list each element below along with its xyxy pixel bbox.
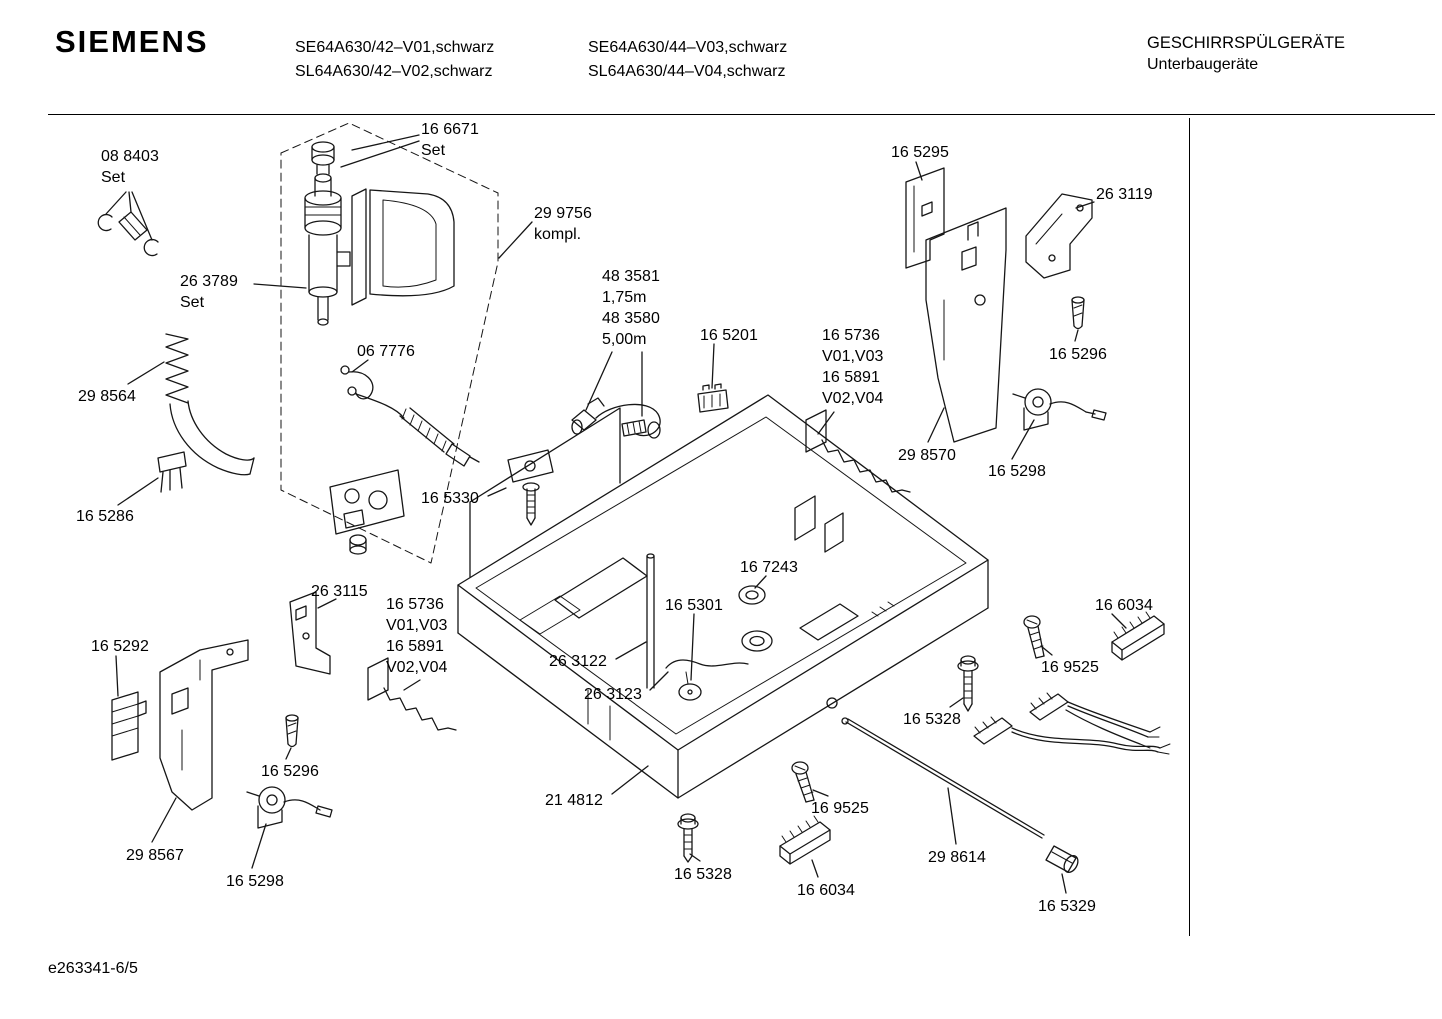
terminal-comb-16-6034-right: [1111, 611, 1165, 661]
hoses-48-3580-48-3581: [571, 397, 661, 439]
part-label: 08 8403 Set: [101, 148, 159, 186]
cable-grommet-16-5298-right: [1012, 388, 1107, 431]
leader-lines: [105, 134, 1127, 894]
screw-16-9525-right: [1023, 615, 1045, 659]
part-label: 16 5736 V01,V03 16 5891 V02,V04: [386, 596, 448, 676]
screw-16-5328-bottom: [677, 813, 699, 863]
part-label: 16 9525: [1041, 659, 1099, 676]
part-label: 16 5286: [76, 508, 134, 525]
plate-16-5292: [111, 691, 147, 761]
part-label: 16 5328: [903, 711, 961, 728]
valve-bracket: [351, 188, 455, 306]
part-label: 16 5298: [988, 463, 1046, 480]
bracket-29-8567: [159, 639, 249, 811]
part-label: 16 6671 Set: [421, 121, 479, 159]
cap-16-5329: [1045, 845, 1079, 874]
part-label: 16 7243: [740, 559, 798, 576]
device-category: GESCHIRRSPÜLGERÄTE Unterbaugeräte: [1147, 33, 1345, 75]
part-label: 26 3122: [549, 653, 607, 670]
aquastop-valve: [304, 141, 351, 326]
hose-clamps: [97, 211, 159, 257]
part-label: 26 3789 Set: [180, 273, 238, 311]
screw-plate-16-5330: [507, 449, 554, 526]
part-label: 16 5329: [1038, 898, 1096, 915]
part-label: 16 5328: [674, 866, 732, 883]
part-label: 21 4812: [545, 792, 603, 809]
part-label: 16 5736 V01,V03 16 5891 V02,V04: [822, 327, 884, 407]
wire-harness: [973, 692, 1171, 755]
bracket-26-3115: [289, 591, 331, 675]
screw-16-9525-bottom: [791, 761, 815, 803]
part-label: 06 7776: [357, 343, 415, 360]
terminal-comb-16-6034-bottom: [779, 815, 831, 865]
part-label: 26 3123: [584, 686, 642, 703]
category-title: GESCHIRRSPÜLGERÄTE: [1147, 34, 1346, 52]
rod-29-8614: [841, 717, 1045, 839]
part-label: 16 6034: [797, 882, 855, 899]
part-label: 16 9525: [811, 800, 869, 817]
spring-right: [805, 409, 911, 493]
screw-16-5328-right: [957, 655, 979, 712]
base-frame: [457, 394, 989, 799]
brand-logo: SIEMENS: [55, 24, 209, 59]
category-subtitle: Unterbaugeräte: [1147, 56, 1259, 73]
right-divider: [1189, 118, 1190, 936]
pin-16-5296-left: [285, 714, 299, 748]
corrugated-hose: [165, 333, 255, 476]
part-label: 16 5301: [665, 597, 723, 614]
part-label: 16 5330: [421, 490, 479, 507]
model-list-col2: SE64A630/44–V03,schwarz SL64A630/44–V04,…: [588, 39, 788, 80]
dashed-assembly-boundary: [280, 122, 499, 564]
part-label: 16 6034: [1095, 597, 1153, 614]
part-label: 29 8567: [126, 847, 184, 864]
part-label: 29 8564: [78, 388, 136, 405]
pin-16-5296-right: [1071, 296, 1085, 330]
part-label: 16 5201: [700, 327, 758, 344]
part-label: 16 5296: [261, 763, 319, 780]
fork-clip: [157, 451, 187, 493]
base-plate-assembly: [329, 469, 405, 555]
document-number: e263341-6/5: [48, 960, 138, 977]
part-label: 26 3115: [311, 583, 368, 600]
part-label: 16 5298: [226, 873, 284, 890]
spring-left: [367, 657, 457, 731]
cable-06-7776: [340, 365, 480, 467]
model-list-col1: SE64A630/42–V01,schwarz SL64A630/42–V02,…: [295, 39, 495, 80]
part-label: 29 9756 kompl.: [534, 205, 592, 243]
part-label: 26 3119: [1096, 186, 1153, 203]
bracket-29-8570: [925, 207, 1007, 443]
part-label: 16 5292: [91, 638, 149, 655]
part-label: 48 3581 1,75m 48 3580 5,00m: [602, 268, 660, 348]
cable-grommet-16-5298-left: [246, 786, 333, 829]
switch-16-5201: [697, 383, 729, 413]
bracket-26-3119: [1025, 193, 1093, 279]
part-label: 29 8570: [898, 447, 956, 464]
part-label: 16 5296: [1049, 346, 1107, 363]
bracket-16-5295: [905, 167, 945, 269]
part-label: 16 5295: [891, 144, 949, 161]
header-divider: [48, 114, 1435, 115]
part-label: 29 8614: [928, 849, 986, 866]
